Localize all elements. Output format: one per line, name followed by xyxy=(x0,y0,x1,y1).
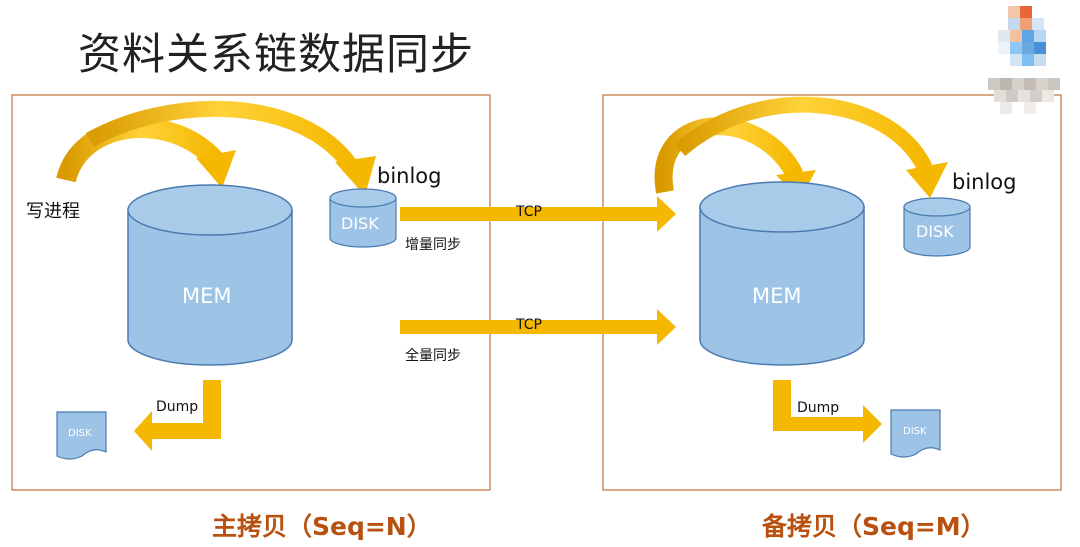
slave-mem-label: MEM xyxy=(752,284,802,308)
slave-sync-arrow xyxy=(654,96,948,200)
master-dump-arrow xyxy=(134,380,221,451)
slave-binlog-label: binlog xyxy=(952,170,1017,194)
slave-caption: 备拷贝（Seq=M） xyxy=(762,512,986,541)
full-protocol-label: TCP xyxy=(516,317,542,333)
master-mem-cylinder xyxy=(127,184,293,366)
slave-dump-disk-label: DISK xyxy=(903,426,927,437)
slave-dump-label: Dump xyxy=(797,400,840,416)
slave-dump-doc xyxy=(890,409,941,458)
master-disk-label: DISK xyxy=(341,214,379,233)
master-mem-label: MEM xyxy=(182,284,232,308)
slave-disk-cylinder xyxy=(903,197,971,257)
full-sync-label: 全量同步 xyxy=(405,348,461,364)
master-dump-doc xyxy=(56,411,107,460)
master-caption: 主拷贝（Seq=N） xyxy=(212,512,432,541)
incremental-protocol-label: TCP xyxy=(516,204,542,220)
incremental-sync-label: 增量同步 xyxy=(405,237,461,253)
master-frame xyxy=(11,94,491,491)
slave-mem-cylinder xyxy=(699,181,865,366)
slave-dump-arrow xyxy=(773,380,882,443)
master-disk-cylinder xyxy=(329,188,397,248)
master-writer-label: 写进程 xyxy=(26,201,80,222)
slave-disk-label: DISK xyxy=(916,222,954,241)
master-binlog-label: binlog xyxy=(377,164,442,188)
slave-frame xyxy=(602,94,1062,491)
blurred-logo xyxy=(988,6,1060,114)
page-title: 资料关系链数据同步 xyxy=(78,30,474,80)
incremental-tcp-arrow xyxy=(400,196,676,232)
master-dump-label: Dump xyxy=(156,399,199,415)
master-write-arrow xyxy=(56,100,376,196)
master-dump-disk-label: DISK xyxy=(68,428,92,439)
full-tcp-arrow xyxy=(400,309,676,345)
